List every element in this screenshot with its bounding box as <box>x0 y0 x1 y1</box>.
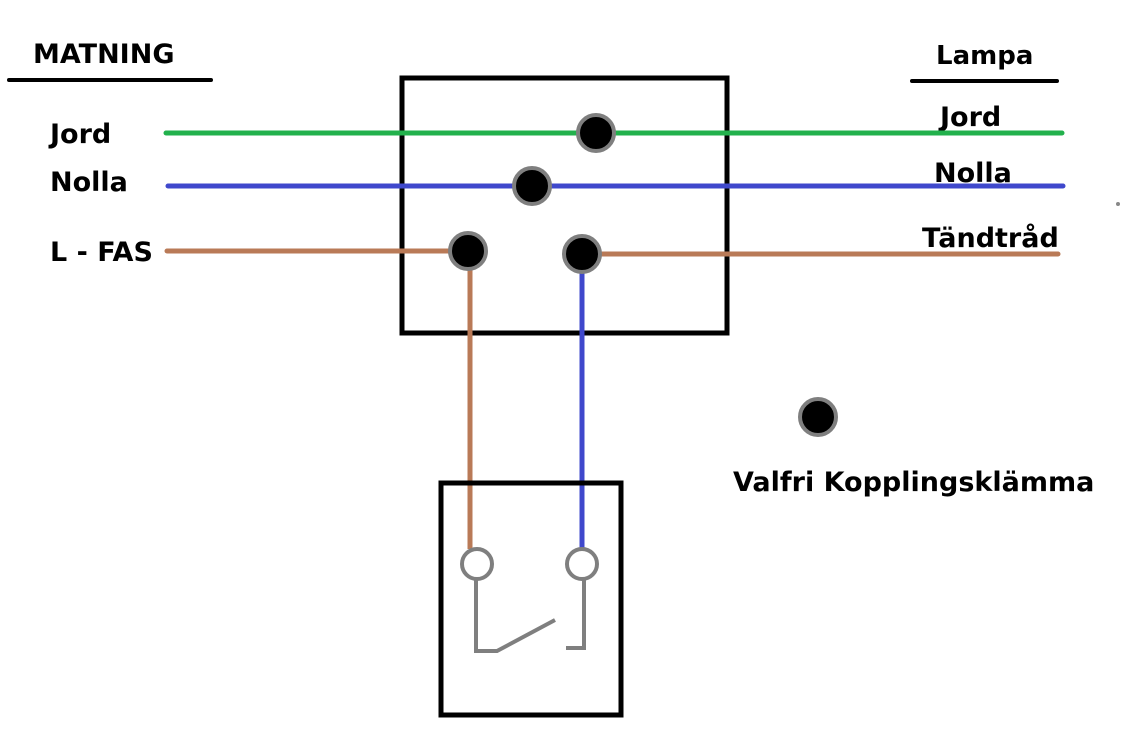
terminal-earth <box>576 113 616 153</box>
junction-box <box>399 75 730 336</box>
lamp-label-earth: Jord <box>938 102 1001 133</box>
stray-dot <box>1116 202 1120 206</box>
terminal-switched-live <box>562 234 602 274</box>
supply-label-neutral: Nolla <box>50 167 128 198</box>
terminal-phase <box>448 231 488 271</box>
lamp-label-switched-live: Tändtråd <box>922 222 1059 254</box>
lamp-heading: Lampa <box>936 41 1033 71</box>
switch-terminal-right <box>565 547 599 581</box>
supply-label-earth: Jord <box>48 119 111 150</box>
switch-lever <box>474 579 556 653</box>
supply-label-phase: L - FAS <box>50 237 153 268</box>
switch-contact <box>566 579 586 650</box>
switch-terminal-left <box>460 547 494 581</box>
legend-connector-icon <box>798 397 838 437</box>
switch-box <box>438 480 624 718</box>
terminal-neutral <box>512 166 552 206</box>
supply-heading: MATNING <box>33 39 175 70</box>
legend-connector-label: Valfri Kopplingsklämma <box>733 467 1094 498</box>
